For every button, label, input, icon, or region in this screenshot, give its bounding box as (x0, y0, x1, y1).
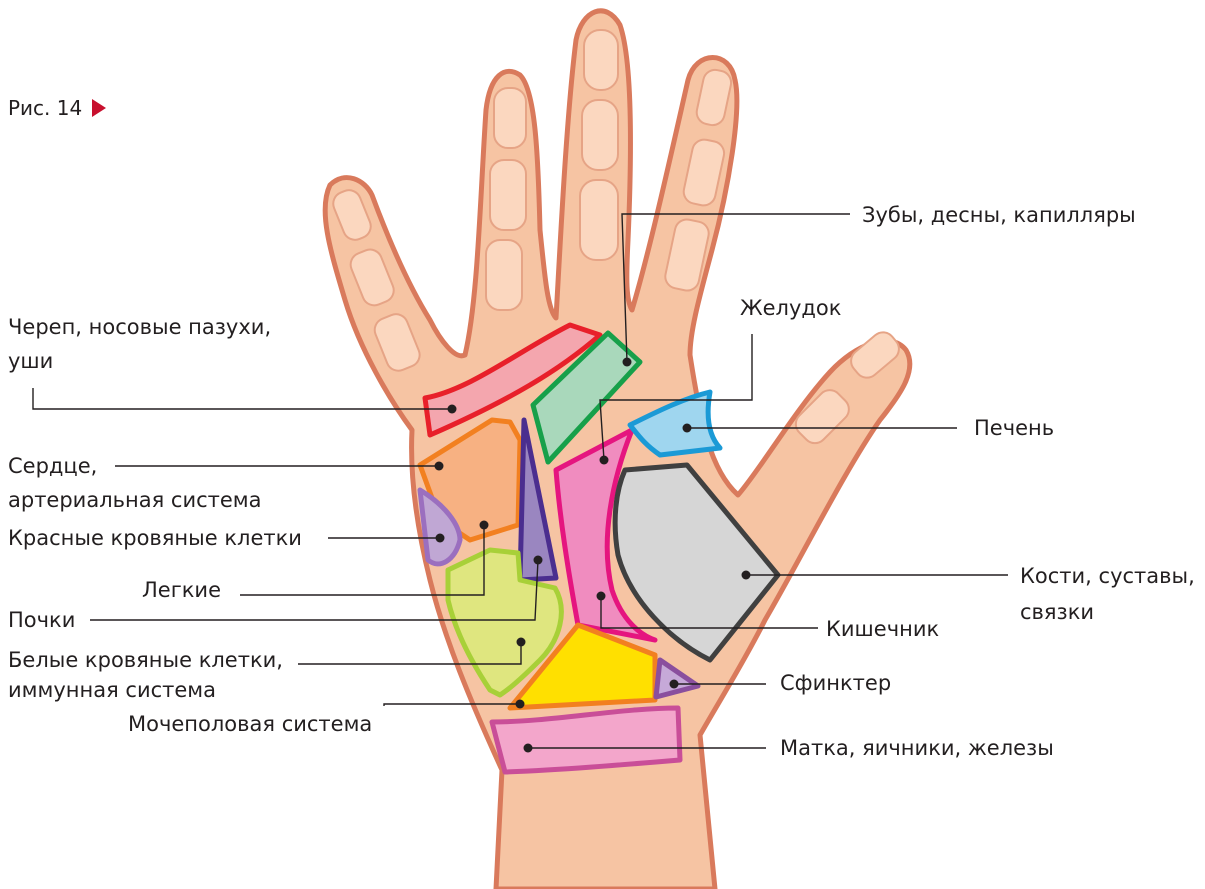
label-kidneys: Почки (8, 610, 75, 631)
dot-sphincter (670, 680, 679, 689)
label-white-cells-line1: Белые кровяные клетки, (8, 650, 283, 671)
label-white-cells-line2: иммунная система (8, 680, 216, 701)
dot-uterus (524, 744, 533, 753)
label-urogenital: Мочеполовая система (128, 714, 372, 735)
dot-white-cells (517, 638, 526, 647)
dot-heart (435, 462, 444, 471)
dot-lungs (480, 521, 489, 530)
dot-bones (742, 571, 751, 580)
dot-teeth (623, 358, 632, 367)
dot-skull (448, 405, 457, 414)
dot-intestine (597, 592, 606, 601)
dot-stomach (600, 456, 609, 465)
label-teeth: Зубы, десны, капилляры (862, 205, 1136, 226)
label-bones-line1: Кости, суставы, (1020, 566, 1195, 587)
triangle-right-icon (92, 99, 106, 117)
label-uterus: Матка, яичники, железы (780, 738, 1054, 759)
label-red-cells: Красные кровяные клетки (8, 528, 302, 549)
label-skull-line2: уши (8, 351, 53, 372)
dot-urogenital (516, 700, 525, 709)
dot-kidneys (534, 556, 543, 565)
label-heart-line2: артериальная система (8, 490, 262, 511)
label-intestine: Кишечник (826, 619, 939, 640)
label-skull-line1: Череп, носовые пазухи, (8, 317, 271, 338)
dot-red-cells (436, 534, 445, 543)
label-liver: Печень (974, 418, 1054, 439)
label-heart-line1: Сердце, (8, 456, 97, 477)
label-sphincter: Сфинктер (780, 673, 891, 694)
label-stomach: Желудок (740, 298, 841, 319)
figure-number: Рис. 14 (8, 96, 82, 120)
dot-liver (683, 424, 692, 433)
label-lungs: Легкие (142, 580, 221, 601)
figure-label: Рис. 14 (8, 96, 106, 120)
label-bones-line2: связки (1020, 602, 1094, 623)
